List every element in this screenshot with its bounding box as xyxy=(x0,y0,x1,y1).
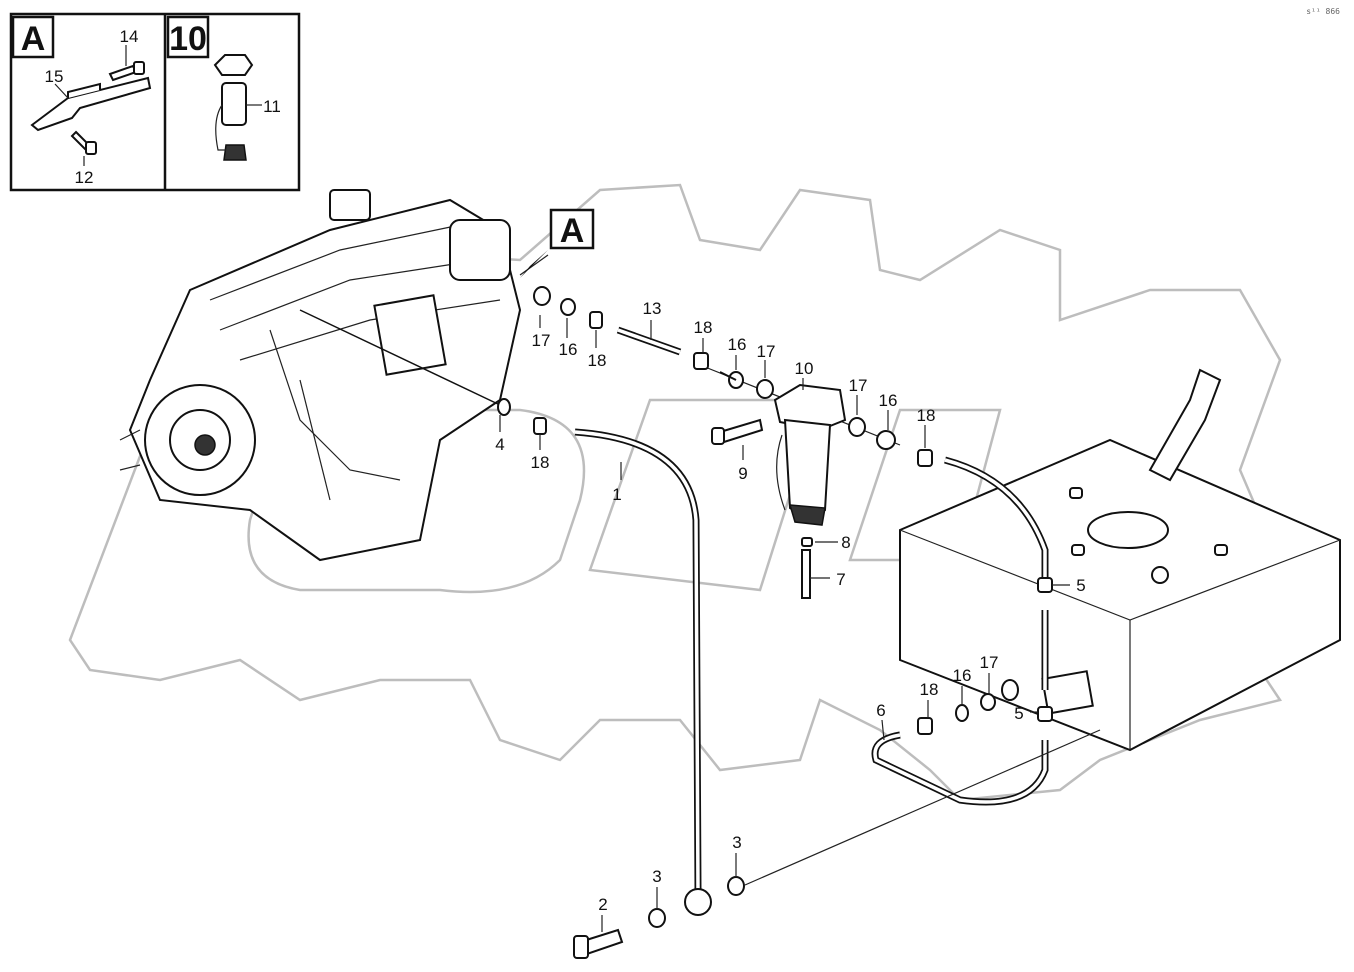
label-part-17-d: 17 xyxy=(980,653,999,672)
fuel-lines xyxy=(299,254,1101,891)
leader-lines xyxy=(499,315,1070,932)
label-part-4: 4 xyxy=(495,435,504,454)
label-part-18-e: 18 xyxy=(920,680,939,699)
label-part-18-d: 18 xyxy=(531,453,550,472)
bolt-part-12 xyxy=(70,130,97,155)
label-part-10: 10 xyxy=(795,359,814,378)
fuel-filter-part-11 xyxy=(213,54,254,161)
fuel-hose-part-1 xyxy=(574,428,702,891)
detail-10-label: 10 xyxy=(169,20,207,58)
label-part-5-b: 5 xyxy=(1014,704,1023,723)
view-a-callout: A xyxy=(520,208,595,278)
label-part-2: 2 xyxy=(598,895,607,914)
label-part-7: 7 xyxy=(836,570,845,589)
label-part-18-c: 18 xyxy=(917,406,936,425)
engine-block xyxy=(119,189,522,562)
corner-code: s¹¹ 866 xyxy=(1306,7,1340,16)
label-part-8: 8 xyxy=(841,533,850,552)
label-part-16-c: 16 xyxy=(879,391,898,410)
detail-a-label: A xyxy=(21,20,46,58)
bracket-part-15 xyxy=(30,76,152,132)
label-part-16-a: 16 xyxy=(559,340,578,359)
label-part-17-c: 17 xyxy=(849,376,868,395)
label-part-1: 1 xyxy=(612,485,621,504)
label-part-18-a: 18 xyxy=(588,351,607,370)
label-part-15: 15 xyxy=(45,67,64,86)
label-part-3-a: 3 xyxy=(652,867,661,886)
label-part-17-a: 17 xyxy=(532,331,551,350)
fuel-tank xyxy=(899,368,1341,752)
label-part-16-d: 16 xyxy=(953,666,972,685)
label-part-3-b: 3 xyxy=(732,833,741,852)
label-part-13: 13 xyxy=(643,299,662,318)
label-part-11: 11 xyxy=(263,97,281,116)
label-part-5-a: 5 xyxy=(1076,576,1085,595)
label-part-17-b: 17 xyxy=(757,342,776,361)
fuel-filter-assembly xyxy=(711,383,847,599)
label-part-9: 9 xyxy=(738,464,747,483)
label-part-16-b: 16 xyxy=(728,335,747,354)
part-labels: 15 14 12 11 17 16 18 13 18 16 17 10 17 1… xyxy=(45,27,1086,914)
label-part-12: 12 xyxy=(75,168,94,187)
label-part-6: 6 xyxy=(876,701,885,720)
label-part-18-b: 18 xyxy=(694,318,713,337)
fittings xyxy=(497,286,1053,959)
callout-a-label: A xyxy=(560,212,585,250)
label-part-14: 14 xyxy=(120,27,139,46)
detail-inset: A 10 xyxy=(9,12,301,192)
bolt-part-14 xyxy=(108,61,145,82)
